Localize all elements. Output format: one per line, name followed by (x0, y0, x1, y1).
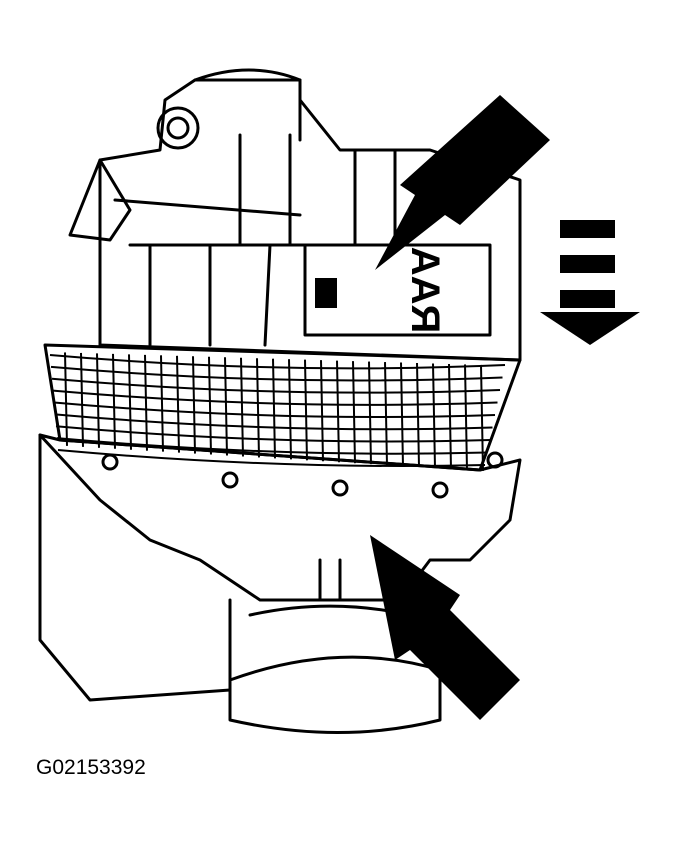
pointer-arrow-lower (370, 535, 520, 720)
label-plate: AAЯ (303, 243, 492, 337)
direction-arrow-icon (540, 220, 640, 345)
pointer-arrow-upper (375, 95, 550, 270)
plate-label-text: AAЯ (403, 247, 447, 334)
cooler-stack (43, 343, 522, 472)
figure-id-label: G02153392 (36, 756, 146, 779)
cooler-fins (49, 352, 506, 471)
